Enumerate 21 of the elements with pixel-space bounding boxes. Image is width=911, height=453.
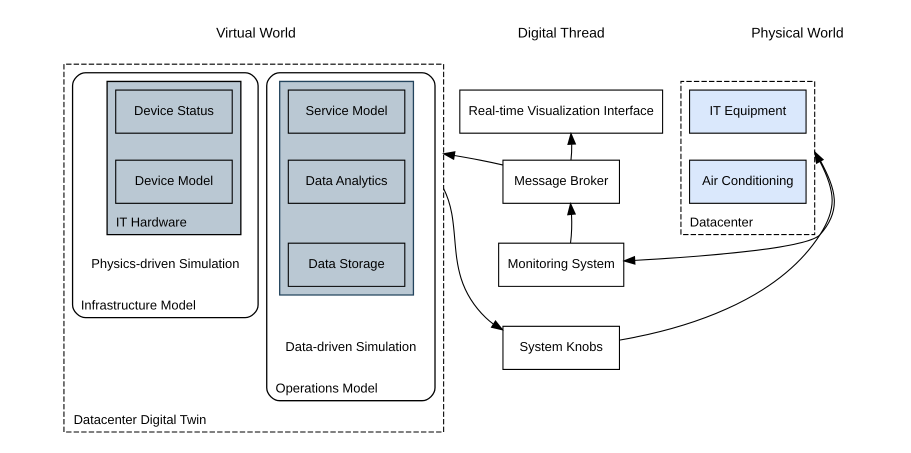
node-box: Service Model: [288, 90, 406, 134]
label: Physical World: [751, 24, 844, 41]
node-label: Physics-driven Simulation: [91, 256, 240, 272]
label: Digital Thread: [518, 24, 605, 41]
node-box: System Knobs: [502, 326, 620, 370]
node-label: Data-driven Simulation: [285, 339, 416, 354]
node-box: Device Status: [115, 90, 233, 134]
node-box: Data Analytics: [288, 160, 406, 204]
node-box: Data Storage: [288, 242, 406, 287]
arrow: [442, 151, 503, 166]
arrow: [567, 132, 576, 160]
node-box: IT Equipment: [689, 90, 807, 134]
node-box: Real-time Visualization Interface: [459, 90, 664, 134]
arrow: [443, 188, 504, 331]
node-box: Air Conditioning: [689, 160, 807, 204]
node-box: Message Broker: [502, 160, 620, 204]
node-box: Monitoring System: [498, 242, 624, 287]
cluster: [279, 80, 414, 296]
arrow: [567, 202, 576, 244]
node-box: Device Model: [115, 160, 233, 204]
label: Virtual World: [216, 24, 296, 41]
